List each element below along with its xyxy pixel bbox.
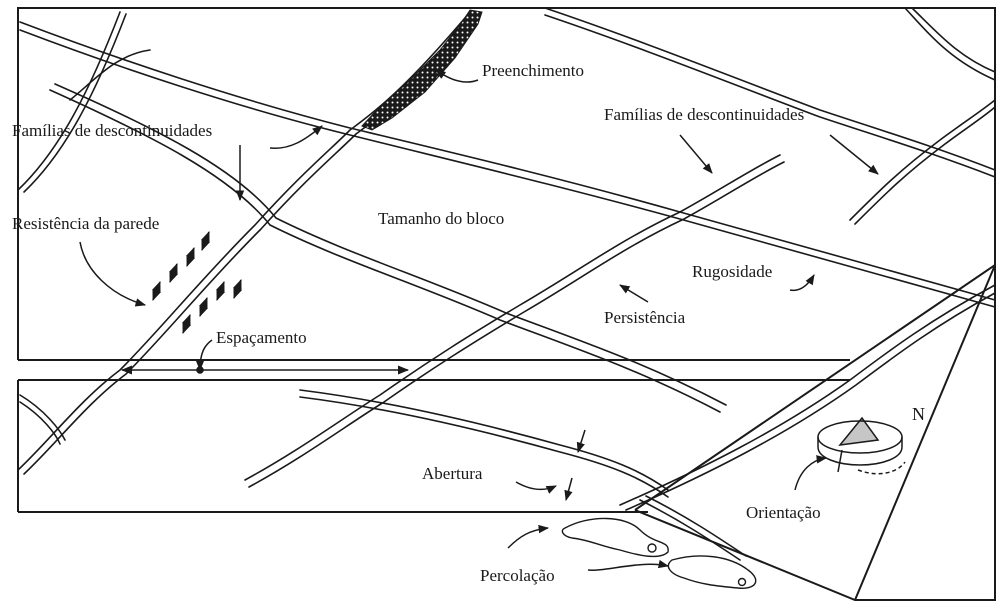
label-familias-left: Famílias de descontinuidades: [12, 121, 213, 140]
upper-block-outline: [17, 7, 996, 361]
seepage-blob: [561, 517, 757, 589]
wall-strength-arrows: [152, 230, 242, 335]
label-percolacao: Percolação: [480, 566, 555, 585]
spacing-dimension: [120, 365, 410, 375]
label-persistencia: Persistência: [604, 308, 686, 327]
label-familias-right: Famílias de descontinuidades: [604, 105, 805, 124]
label-rugosidade: Rugosidade: [692, 262, 773, 281]
discontinuity-traces: [17, 7, 996, 561]
lower-block-outline: [17, 379, 850, 513]
infilled-joint: [361, 9, 483, 131]
pyramid-block: [634, 263, 996, 601]
label-preenchimento: Preenchimento: [482, 61, 584, 80]
leader-arrows: [79, 69, 879, 571]
label-espacamento: Espaçamento: [216, 328, 307, 347]
label-abertura: Abertura: [422, 464, 483, 483]
label-orientacao: Orientação: [746, 503, 821, 522]
label-tamanho-bloco: Tamanho do bloco: [378, 209, 505, 228]
label-north: N: [912, 404, 925, 424]
label-resistencia: Resistência da parede: [12, 214, 160, 233]
compass: [817, 416, 906, 475]
